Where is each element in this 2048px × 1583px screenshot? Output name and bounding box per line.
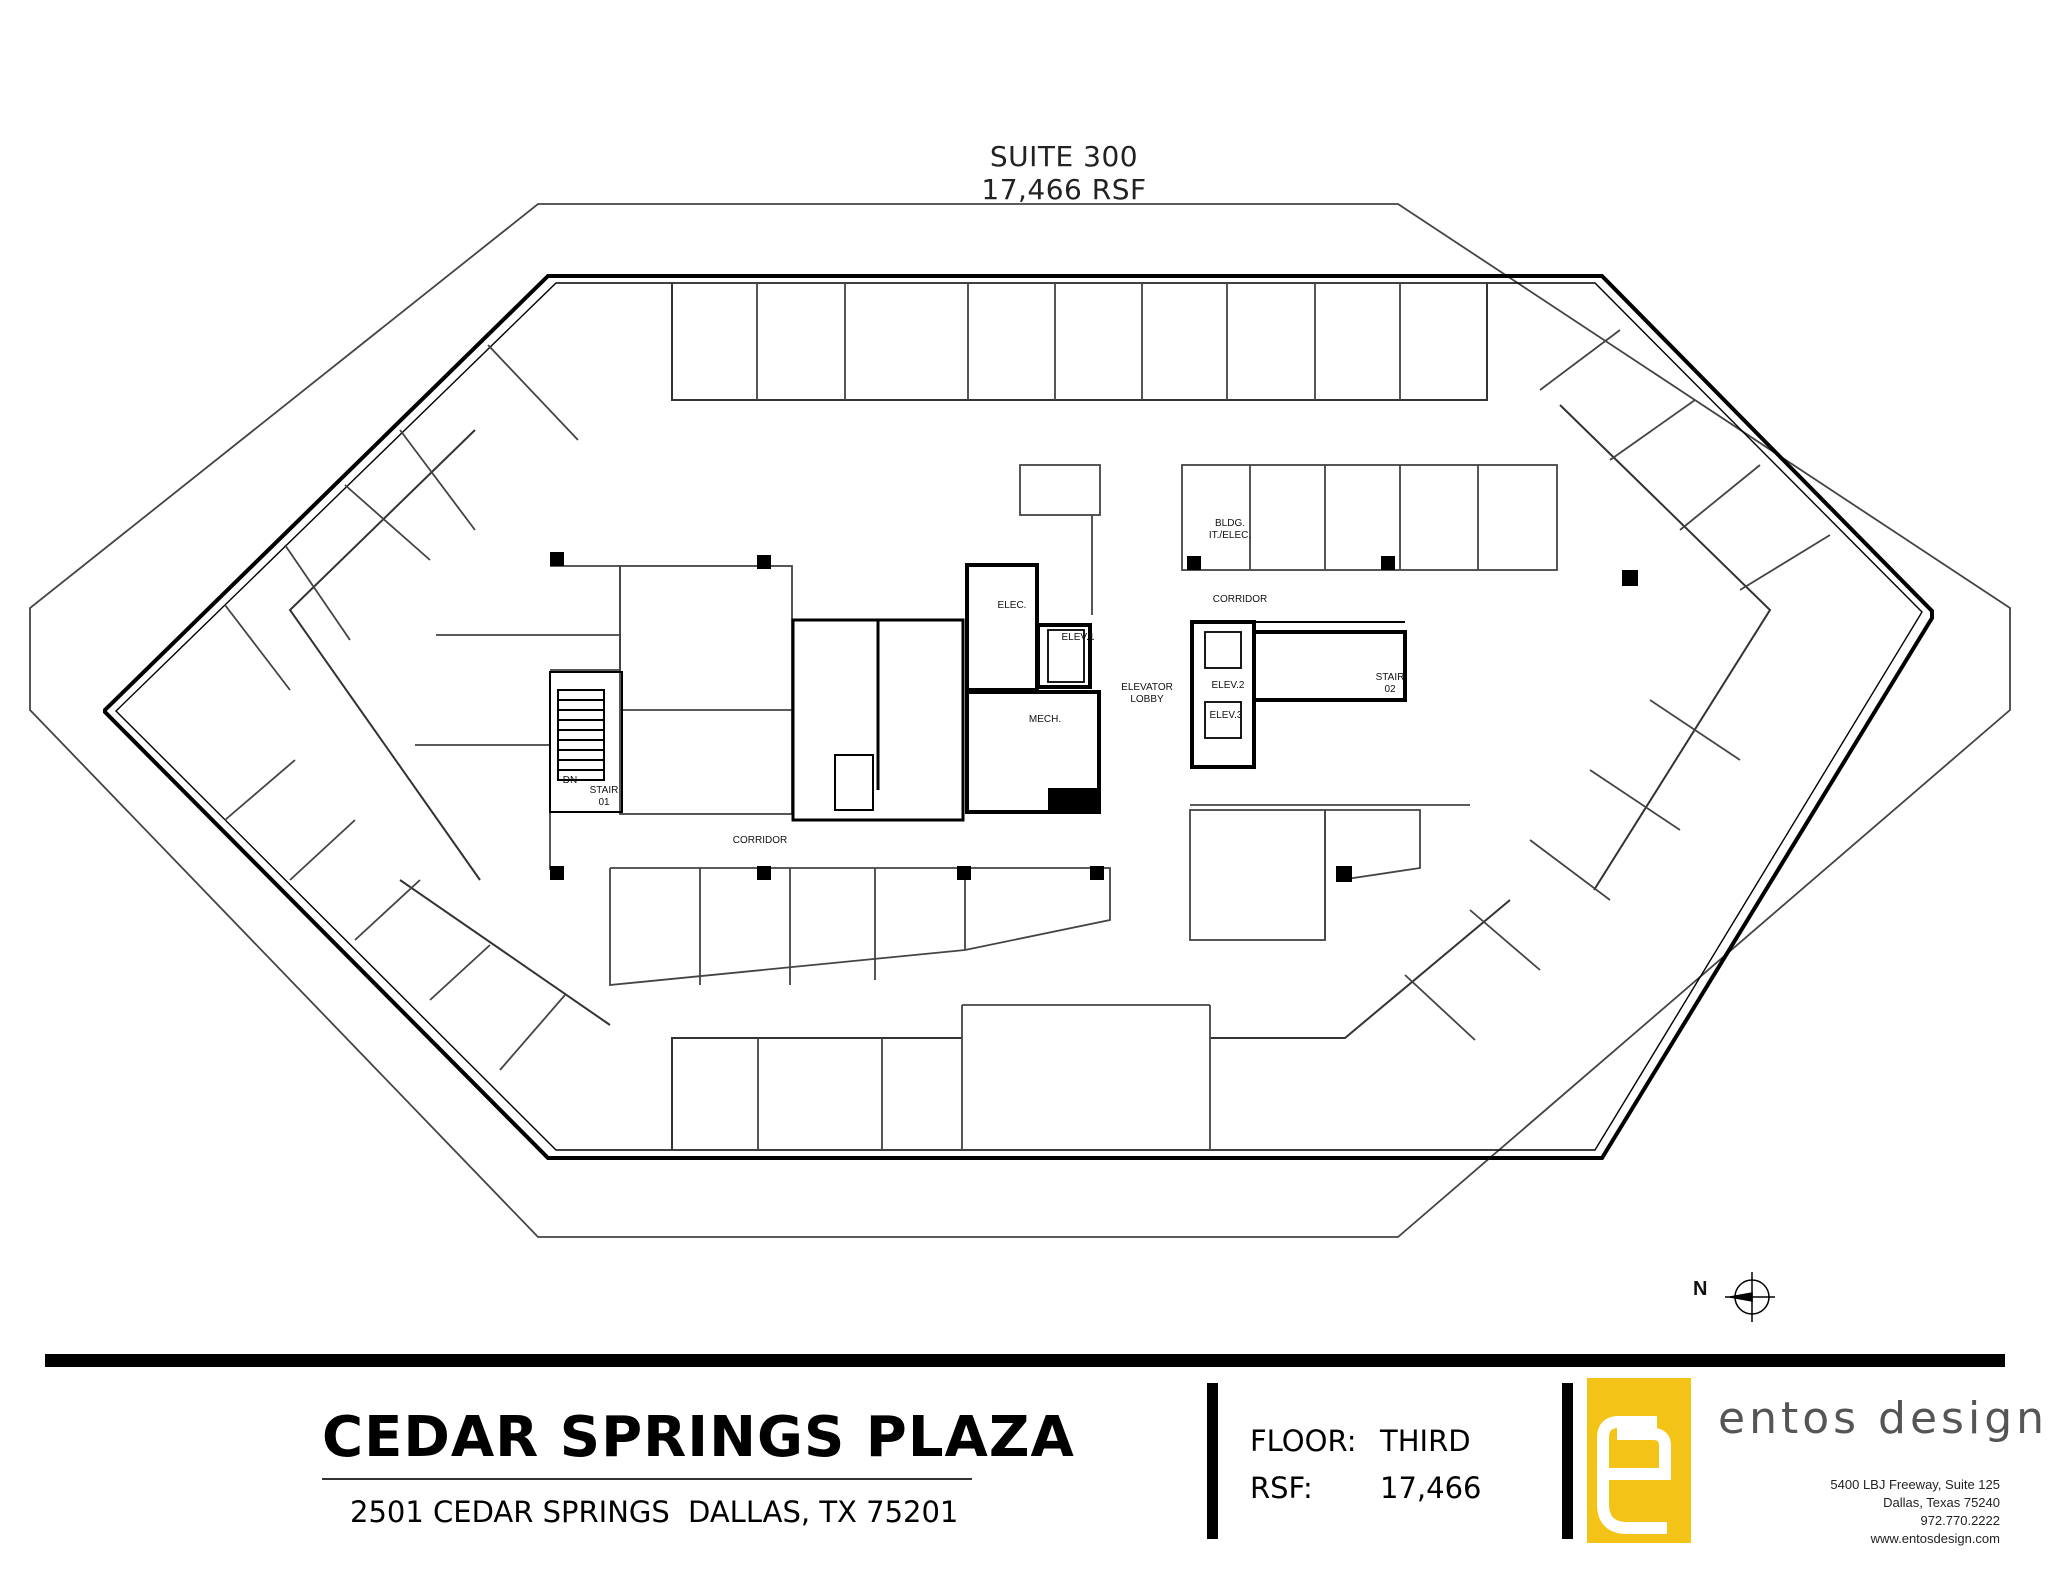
title-block-bar — [45, 1354, 2005, 1367]
corridor-label-top: CORRIDOR — [1213, 594, 1267, 605]
building-outline — [103, 274, 1934, 1160]
entos-e-icon — [1597, 1416, 1671, 1534]
stair-01-label: STAIR — [590, 785, 619, 796]
brand-name: entos design — [1718, 1393, 2048, 1444]
building-inner-line — [115, 282, 1923, 1151]
rsf-value: 17,466 — [1380, 1471, 1482, 1505]
stair-02-label: STAIR — [1376, 672, 1405, 683]
elevator-lobby-label-2: LOBBY — [1130, 694, 1164, 705]
room-label-elec: ELEC. — [998, 600, 1027, 611]
building-name: CEDAR SPRINGS PLAZA — [322, 1405, 1075, 1470]
corridor-label-bottom: CORRIDOR — [733, 835, 787, 846]
entos-logo — [1587, 1378, 1691, 1543]
office-ring — [288, 283, 1772, 1150]
stair-01 — [549, 671, 623, 813]
north-label: N — [1693, 1278, 1708, 1300]
elev-2-label: ELEV.2 — [1212, 680, 1245, 691]
brand-phone: 972.770.2222 — [1920, 1513, 2000, 1528]
stair-01-number: 01 — [598, 797, 610, 808]
left-offices — [224, 344, 579, 1071]
stair-down-label: DN — [563, 775, 577, 786]
floor-plan: BLDG. IT./ELEC. CORRIDOR CORRIDOR ELEC. … — [29, 203, 2011, 1322]
elev-1-label: ELEV.1 — [1062, 632, 1095, 643]
interior-offices-top — [1019, 464, 1558, 615]
columns — [550, 552, 1638, 882]
rsf-label: RSF: — [1250, 1471, 1313, 1505]
interior-offices-bottom — [609, 804, 1470, 986]
stair-02-number: 02 — [1384, 684, 1396, 695]
title-underline — [322, 1478, 972, 1480]
elevator-core — [1190, 620, 1407, 769]
site-boundary — [29, 203, 2011, 1238]
city-address: DALLAS, TX 75201 — [688, 1495, 959, 1529]
brand-address-1: 5400 LBJ Freeway, Suite 125 — [1830, 1477, 2000, 1492]
north-arrow-icon — [1725, 1272, 1775, 1322]
room-label-mech: MECH. — [1029, 714, 1061, 725]
brand-address-2: Dallas, Texas 75240 — [1883, 1495, 2000, 1510]
brand-website: www.entosdesign.com — [1870, 1531, 2000, 1546]
suite-name: SUITE 300 — [989, 140, 1139, 173]
restrooms — [791, 618, 965, 822]
elec-mech-core — [965, 563, 1101, 814]
elevator-lobby-label: ELEVATOR — [1121, 682, 1173, 693]
right-offices — [1404, 329, 1831, 1041]
title-divider-left — [1207, 1383, 1218, 1539]
suite-area: 17,466 RSF — [981, 173, 1147, 206]
floor-value: THIRD — [1380, 1424, 1471, 1458]
title-divider-right — [1562, 1383, 1573, 1539]
top-offices — [756, 283, 1401, 400]
floor-label: FLOOR: — [1250, 1424, 1357, 1458]
room-label-bldg-it: IT./ELEC. — [1209, 530, 1251, 541]
room-label-bldg: BLDG. — [1215, 518, 1245, 529]
street-address: 2501 CEDAR SPRINGS — [350, 1495, 670, 1529]
elev-3-label: ELEV.3 — [1210, 710, 1243, 721]
bottom-offices — [757, 1004, 1211, 1150]
